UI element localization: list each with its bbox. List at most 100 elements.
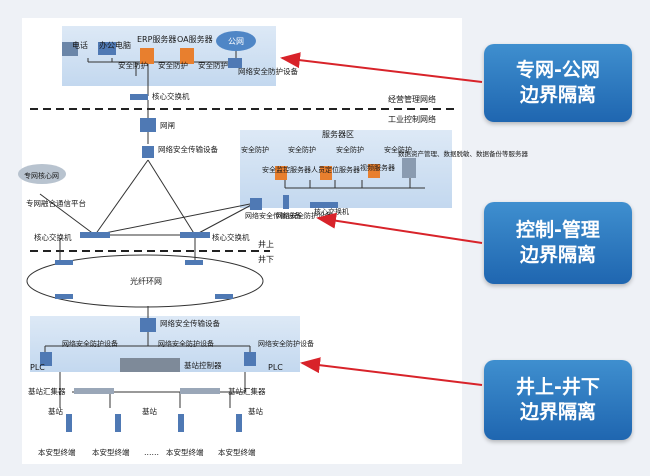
label-security-1: 安全防护	[118, 60, 148, 70]
label-secure-transfer: 网络安全传输设备	[158, 144, 218, 154]
callout-public-private-line2: 边界隔离	[519, 84, 596, 106]
label-bs-3: 基站	[248, 406, 263, 416]
server-core-switch-icon	[310, 202, 338, 208]
label-top-core-switch: 核心交换机	[152, 91, 190, 101]
fiber-ring	[26, 254, 264, 308]
server-gateway-icon	[283, 195, 289, 209]
terminal-3-icon	[178, 414, 184, 432]
label-security-3: 安全防护	[198, 60, 228, 70]
label-below-well: 井下	[258, 254, 274, 264]
server-secure-transfer-icon	[250, 198, 262, 210]
plc-right-icon	[244, 352, 256, 366]
pc-icon	[98, 42, 116, 55]
bottom-secure-transfer-icon	[140, 318, 156, 332]
label-bs-2: 基站	[142, 406, 157, 416]
label-business-net: 经营管理网络	[388, 94, 436, 104]
label-security-2: 安全防护	[158, 60, 188, 70]
terminal-2-icon	[115, 414, 121, 432]
label-top-gateway: 网络安全防护设备	[238, 66, 298, 76]
label-terminal-4: 本安型终端	[218, 447, 256, 457]
bs-controller-icon	[120, 358, 180, 372]
hub-left-icon	[74, 388, 114, 394]
label-sec-c: 安全防护	[336, 145, 364, 154]
plc-left-icon	[40, 352, 52, 366]
label-bs-controller: 基站控制器	[184, 360, 222, 370]
oa-server-icon	[180, 48, 194, 64]
video-server-icon	[368, 164, 380, 178]
monitor-server-icon	[275, 166, 287, 180]
label-fiber-ring: 光纤环网	[130, 276, 162, 286]
label-hub-left: 基站汇集器	[28, 386, 66, 396]
gateway-icon	[140, 118, 156, 132]
label-server-core-switch: 核心交换机	[314, 207, 349, 216]
label-server-zone: 服务器区	[322, 129, 354, 139]
label-plc-left: PLC	[30, 363, 45, 372]
callout-public-private: 专网-公网 边界隔离	[484, 44, 632, 122]
label-sec-a: 安全防护	[241, 145, 269, 154]
label-gw-right: 网络安全防护设备	[258, 339, 314, 348]
connection-lines	[39, 50, 425, 408]
callout-control-management-line2: 边界隔离	[519, 244, 596, 266]
label-office-pc: 办公电脑	[99, 40, 131, 50]
callout-above-below-line1: 井上-井下	[516, 376, 600, 398]
label-phone: 电话	[72, 40, 88, 50]
top-core-switch-icon	[130, 94, 148, 100]
erp-server-icon	[140, 48, 154, 64]
callout-control-management: 控制-管理 边界隔离	[484, 202, 632, 284]
ring-switch-4	[215, 294, 233, 299]
core-switch-right-icon	[180, 232, 210, 238]
label-bottom-secure-transfer: 网络安全传输设备	[160, 318, 220, 328]
label-ellipsis: ……	[144, 448, 159, 457]
cloud-icon	[216, 31, 256, 51]
location-server-icon	[320, 166, 332, 180]
devices	[40, 42, 416, 432]
label-video-server: 视频服务器	[360, 163, 395, 172]
arrow-middle	[316, 212, 483, 244]
callout-above-below-line2: 边界隔离	[519, 401, 596, 423]
label-bs-1: 基站	[48, 406, 63, 416]
ring-switch-2	[185, 260, 203, 265]
callout-public-private-line1: 专网-公网	[516, 59, 600, 81]
label-cloud: 公网	[228, 37, 244, 46]
label-gw-left: 网络安全防护设备	[62, 339, 118, 348]
label-location-server: 人员定位服务器	[311, 165, 360, 174]
data-server-icon	[402, 158, 416, 178]
label-private-cloud: 专网核心网	[24, 171, 59, 180]
label-oa-server: OA服务器	[177, 34, 213, 44]
ring-switch-1	[55, 260, 73, 265]
label-erp-server: ERP服务器	[137, 34, 176, 44]
label-core-switch-right: 核心交换机	[212, 232, 250, 242]
label-gateway: 网闸	[160, 121, 175, 130]
callout-control-management-line1: 控制-管理	[516, 219, 600, 241]
label-above-well: 井上	[258, 239, 274, 249]
arrow-top	[280, 52, 483, 83]
label-fusion-platform: 专网融合通信平台	[26, 198, 86, 208]
hub-right-icon	[180, 388, 220, 394]
boundary-arrows	[280, 52, 483, 386]
label-sec-d: 安全防护	[384, 145, 412, 154]
core-switch-left-icon	[80, 232, 110, 238]
arrow-bottom	[300, 357, 483, 386]
private-cloud-icon	[18, 164, 66, 184]
label-terminal-3: 本安型终端	[166, 447, 204, 457]
terminal-1-icon	[66, 414, 72, 432]
label-data-assets: 数据资产管理、数据脱敏、数据备份等服务器	[398, 149, 529, 158]
ring-switch-3	[55, 294, 73, 299]
label-hub-right: 基站汇集器	[228, 386, 266, 396]
label-plc-right: PLC	[268, 363, 283, 372]
label-monitor-server: 安全监控服务器	[262, 165, 311, 174]
label-terminal-2: 本安型终端	[92, 447, 130, 457]
label-server-gateway: 网络安全防护设备	[276, 211, 332, 220]
label-core-switch-left: 核心交换机	[34, 232, 72, 242]
secure-transfer-icon	[142, 146, 154, 158]
terminal-4-icon	[236, 414, 242, 432]
label-server-secure-transfer: 网络安全传输设备	[245, 211, 301, 220]
callout-above-below: 井上-井下 边界隔离	[484, 360, 632, 440]
label-sec-b: 安全防护	[288, 145, 316, 154]
label-industrial-net: 工业控制网络	[388, 114, 436, 124]
top-gateway-icon	[228, 58, 242, 68]
label-terminal-1: 本安型终端	[38, 447, 76, 457]
phone-icon	[62, 42, 78, 56]
